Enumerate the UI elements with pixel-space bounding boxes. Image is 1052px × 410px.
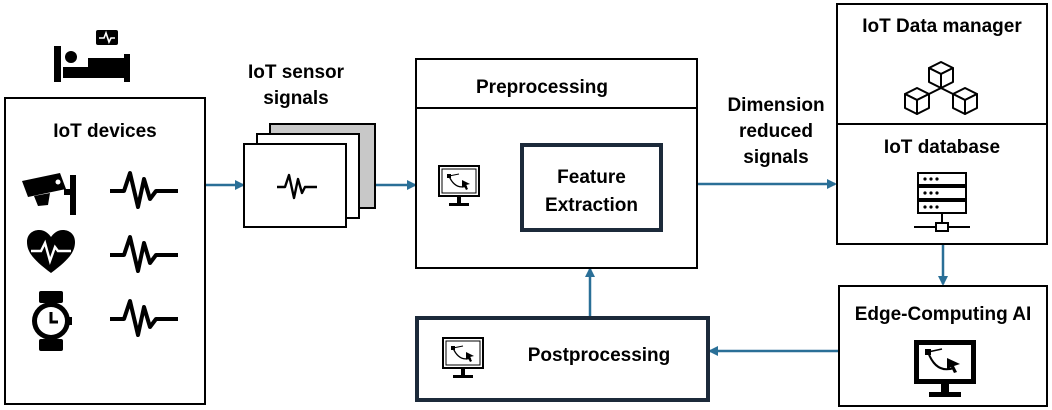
pulse-waveform-icon [277, 173, 317, 200]
edge-computing-box: Edge-Computing AI [838, 285, 1048, 407]
postprocessing-title: Postprocessing [527, 345, 671, 366]
preprocessing-divider [417, 107, 696, 109]
iot-devices-title: IoT devices [53, 121, 157, 142]
storage-divider [838, 123, 1046, 125]
data-manager-title: IoT Data manager [862, 16, 1022, 37]
blocks-icon [904, 61, 978, 115]
pulse-waveform-icon [110, 171, 178, 209]
bed-monitor-icon [54, 30, 130, 82]
pulse-waveform-icon [110, 299, 178, 337]
server-icon [914, 172, 970, 232]
iot-storage-box: IoT Data manager IoT database [836, 3, 1048, 245]
sensor-signals-line1: IoT sensor [247, 62, 345, 83]
computer-monitor-icon [438, 165, 480, 206]
heart-pulse-icon [27, 230, 75, 273]
pulse-waveform-icon [110, 235, 178, 273]
feature-extraction-label: Feature Extraction [524, 164, 659, 220]
security-camera-icon [22, 173, 76, 215]
preprocessing-box: Preprocessing Feature Extraction [415, 58, 698, 269]
feature-line2: Extraction [545, 195, 638, 216]
feature-extraction-box: Feature Extraction [520, 143, 663, 232]
dimension-line1: Dimension [727, 95, 825, 116]
dimension-line3: signals [743, 147, 809, 168]
database-title: IoT database [883, 137, 1001, 158]
iot-devices-box: IoT devices [4, 97, 206, 405]
feature-line1: Feature [557, 167, 626, 188]
computer-monitor-icon [914, 340, 976, 397]
postprocessing-box: Postprocessing [415, 316, 710, 402]
watch-icon [32, 291, 72, 351]
preprocessing-title: Preprocessing [476, 77, 608, 98]
sensor-signals-line2: signals [263, 88, 329, 109]
signal-card-front [243, 143, 347, 228]
edge-computing-title: Edge-Computing AI [854, 304, 1032, 325]
computer-monitor-icon [442, 337, 484, 378]
sensor-signals-label: IoT sensor signals [236, 60, 356, 112]
dimension-reduced-label: Dimension reduced signals [712, 93, 840, 171]
dimension-line2: reduced [739, 121, 813, 142]
